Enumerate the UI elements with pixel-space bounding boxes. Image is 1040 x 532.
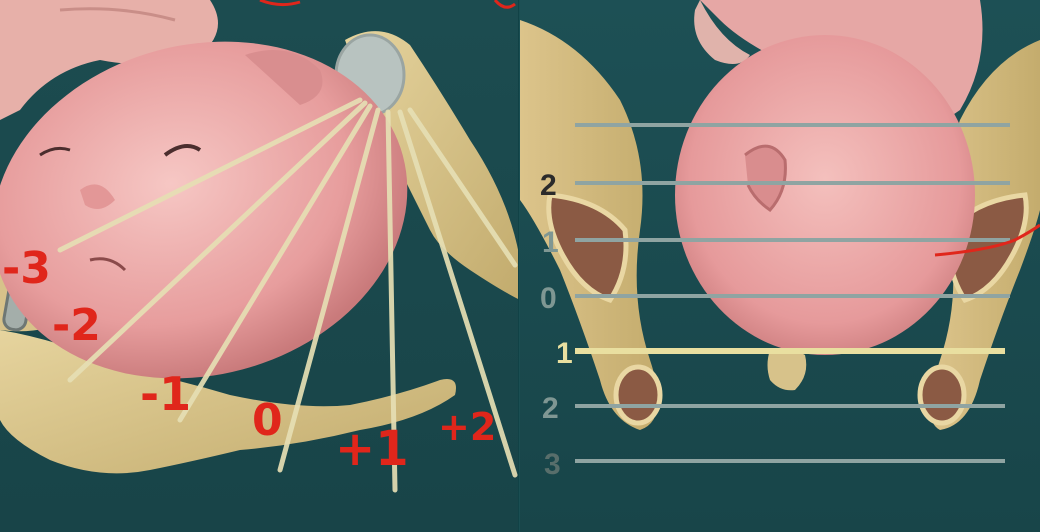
- right-panel-fetal-station-frontal-view: 2 1 0 1 2 3: [520, 0, 1040, 532]
- station-label-2-below: 2: [542, 392, 559, 425]
- handwritten-station-0: 0: [252, 395, 283, 446]
- station-label-0: 0: [540, 282, 557, 315]
- handwritten-station-minus-3: -3: [2, 243, 51, 294]
- handwritten-station-minus-1: -1: [140, 367, 191, 421]
- station-label-3-below: 3: [544, 448, 561, 481]
- left-illustration: -3 -2 -1 0 +1 +2: [0, 0, 520, 532]
- right-illustration: 2 1 0 1 2 3: [520, 0, 1040, 532]
- station-label-1-below: 1: [556, 337, 573, 370]
- station-label-2-above: 2: [540, 169, 557, 202]
- handwritten-station-plus-2: +2: [438, 405, 496, 449]
- ischial-tuberosity-left: [616, 367, 660, 423]
- left-panel-fetal-station-lateral-view: -3 -2 -1 0 +1 +2: [0, 0, 520, 532]
- handwritten-station-plus-1: +1: [335, 421, 409, 477]
- ischial-tuberosity-right: [920, 367, 964, 423]
- fetal-head: [675, 35, 975, 355]
- station-label-1-above: 1: [542, 226, 559, 259]
- handwritten-station-minus-2: -2: [52, 300, 101, 351]
